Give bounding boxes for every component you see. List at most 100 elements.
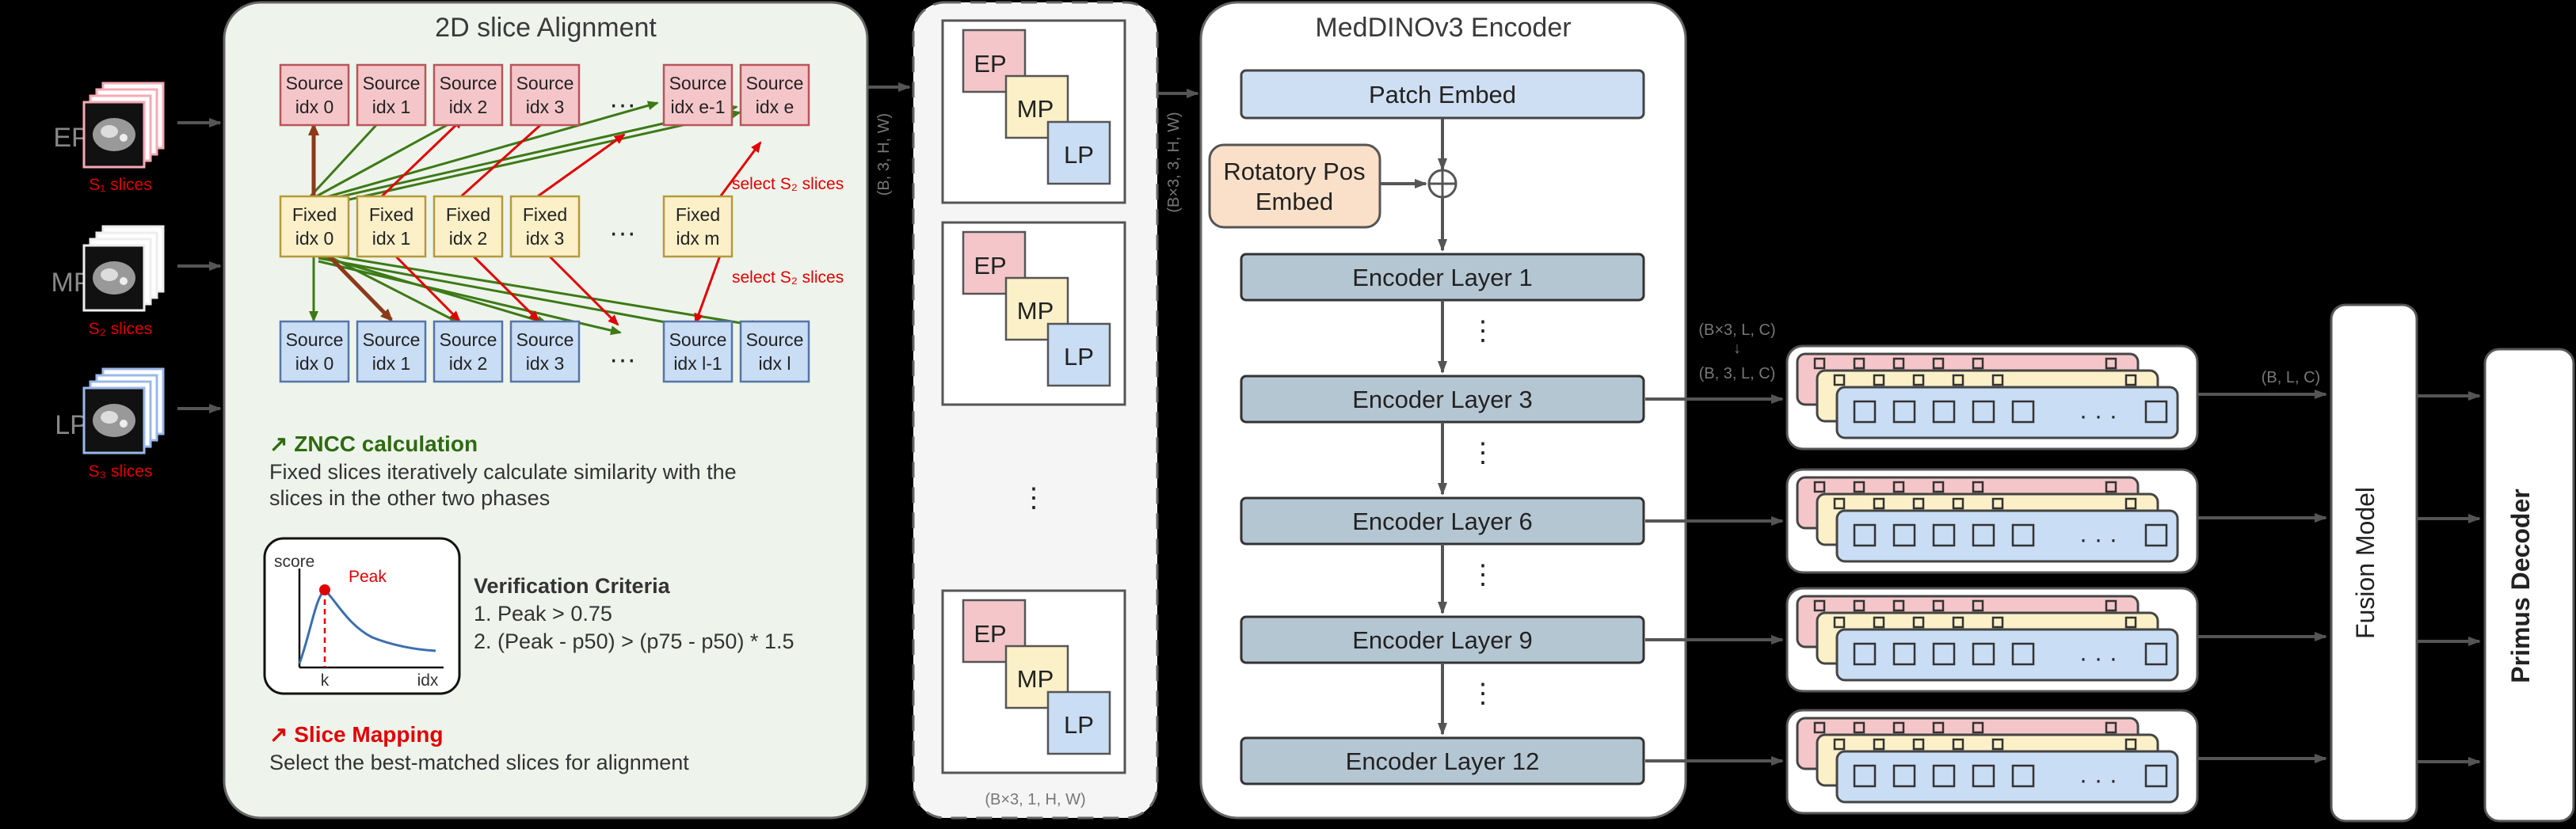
patch-embed-label: Patch Embed: [1369, 81, 1516, 108]
source-bottom-ellipsis: ···: [609, 344, 636, 375]
phase-ep: EP S₁ slices: [53, 82, 165, 194]
source-bottom-box-4-line2: idx l-1: [673, 353, 722, 374]
rotary-pos-embed-box: [1208, 143, 1381, 229]
stack-2-ep-label: EP: [974, 620, 1006, 648]
source-bottom-box-1-line2: idx 1: [372, 353, 411, 374]
phase-stack-2: EP MP LP: [941, 589, 1126, 774]
source-bottom-box-5-line1: Source: [746, 329, 804, 350]
stack-0-mp-label: MP: [1017, 95, 1054, 123]
slice-alignment-panel: 2D slice Alignment: [223, 1, 869, 819]
dim-input: (B, 3, H, W): [875, 113, 893, 196]
source-bottom-box-3-line1: Source: [516, 329, 574, 350]
zncc-text-2: slices in the other two phases: [269, 486, 550, 510]
mapping-title: ↗ Slice Mapping: [269, 722, 444, 747]
encoder-vdots-2: ⋮: [1469, 560, 1496, 590]
fixed-box-0-line1: Fixed: [292, 204, 337, 225]
criteria-1: 1. Peak > 0.75: [474, 602, 612, 626]
stack-2-mp-label: MP: [1017, 665, 1054, 693]
select-label-bottom: select S₂ slices: [732, 268, 844, 287]
ct-stack-ep-icon: [82, 82, 165, 169]
encoder-layer-4-label: Encoder Layer 12: [1346, 747, 1540, 775]
encoder-layer-0: Encoder Layer 1: [1240, 253, 1645, 302]
encoder-layer-3: Encoder Layer 9: [1240, 615, 1645, 664]
source-top-ellipsis: ···: [609, 89, 636, 120]
plot-peak-label: Peak: [349, 568, 387, 586]
zncc-arrows: [307, 101, 762, 336]
source-top-box-0-line1: Source: [286, 73, 344, 93]
token-group-1-ellipsis: · · ·: [2079, 525, 2117, 553]
source-top-box-1-line2: idx 1: [372, 97, 411, 117]
source-top-box-1-line1: Source: [363, 73, 421, 93]
dim-stacked: (B×3, 1, H, W): [985, 791, 1085, 808]
zncc-score-plot: score Peak k idx: [263, 537, 461, 695]
encoder-title: MedDINOv3 Encoder: [1315, 13, 1571, 43]
source-bottom-box-2: Source idx 2: [433, 320, 504, 383]
stack-0-lp-label: LP: [1064, 141, 1094, 169]
encoder-vdots-3: ⋮: [1469, 679, 1496, 709]
token-group-3-ellipsis: · · ·: [2079, 766, 2117, 793]
stack-1-mp-label: MP: [1017, 297, 1054, 325]
criteria-title: Verification Criteria: [474, 574, 671, 598]
phase-slices-ep: S₁ slices: [89, 176, 151, 194]
source-bottom-box-2-line2: idx 2: [449, 353, 488, 374]
source-top-box-1: Source idx 1: [356, 63, 427, 127]
source-bottom-box-4: Source idx l-1: [662, 320, 734, 383]
encoder-layer-1: Encoder Layer 3: [1240, 375, 1645, 424]
source-top-box-5: Source idx e: [739, 63, 810, 127]
plot-idx-label: idx: [417, 671, 439, 690]
source-top-box-5-line1: Source: [746, 73, 804, 93]
phase-slices-mp: S₂ slices: [89, 320, 153, 338]
source-bottom-box-2-line1: Source: [440, 329, 497, 350]
criteria-2: 2. (Peak - p50) > (p75 - p50) * 1.5: [474, 629, 794, 653]
phase-inputs: EP S₁ slices MP S₂: [51, 82, 222, 481]
fixed-box-4-line1: Fixed: [676, 204, 720, 225]
source-top-box-5-line2: idx e: [756, 97, 795, 117]
fixed-box-4-line2: idx m: [676, 228, 720, 249]
plot-score-label: score: [274, 553, 314, 571]
token-group-2-ellipsis: · · ·: [2079, 644, 2117, 671]
source-top-box-2-line1: Source: [440, 73, 497, 93]
phase-lp: LP S₃ slices: [55, 367, 165, 481]
source-bottom-box-1: Source idx 1: [356, 320, 427, 383]
decoder-label: Primus Decoder: [2506, 489, 2535, 683]
stack-2-lp-label: LP: [1064, 711, 1094, 739]
source-top-box-3-line2: idx 3: [526, 97, 565, 117]
source-top-box-4-line2: idx e-1: [670, 97, 725, 117]
mapping-text: Select the best-matched slices for align…: [269, 751, 689, 774]
token-group-1: · · ·: [1785, 468, 2199, 574]
rotary-label-1: Rotatory Pos: [1223, 158, 1365, 185]
rotary-label-2: Embed: [1256, 188, 1333, 215]
dim-reshape-from: (B×3, L, C): [1698, 321, 1775, 339]
source-bottom-box-1-line1: Source: [363, 329, 421, 350]
fixed-box-0-line2: idx 0: [295, 228, 334, 249]
encoder-vdots-0: ⋮: [1469, 316, 1496, 346]
zncc-title: ↗ ZNCC calculation: [269, 432, 478, 456]
stack-vdots: ⋮: [1020, 483, 1047, 513]
stack-1-ep-label: EP: [974, 252, 1006, 280]
source-bottom-box-4-line1: Source: [669, 329, 727, 350]
encoder-layer-3-label: Encoder Layer 9: [1352, 626, 1532, 654]
encoder-layer-4: Encoder Layer 12: [1240, 736, 1645, 785]
fixed-box-3-line2: idx 3: [526, 228, 565, 249]
source-bottom-box-0-line2: idx 0: [295, 353, 334, 374]
fixed-box-0: Fixed idx 0: [279, 195, 350, 258]
fusion-label: Fusion Model: [2351, 487, 2380, 639]
phase-slices-lp: S₃ slices: [89, 462, 153, 481]
fixed-box-2-line2: idx 2: [449, 228, 488, 249]
patch-embed-box: [1240, 69, 1645, 120]
token-group-0: · · ·: [1785, 344, 2199, 451]
